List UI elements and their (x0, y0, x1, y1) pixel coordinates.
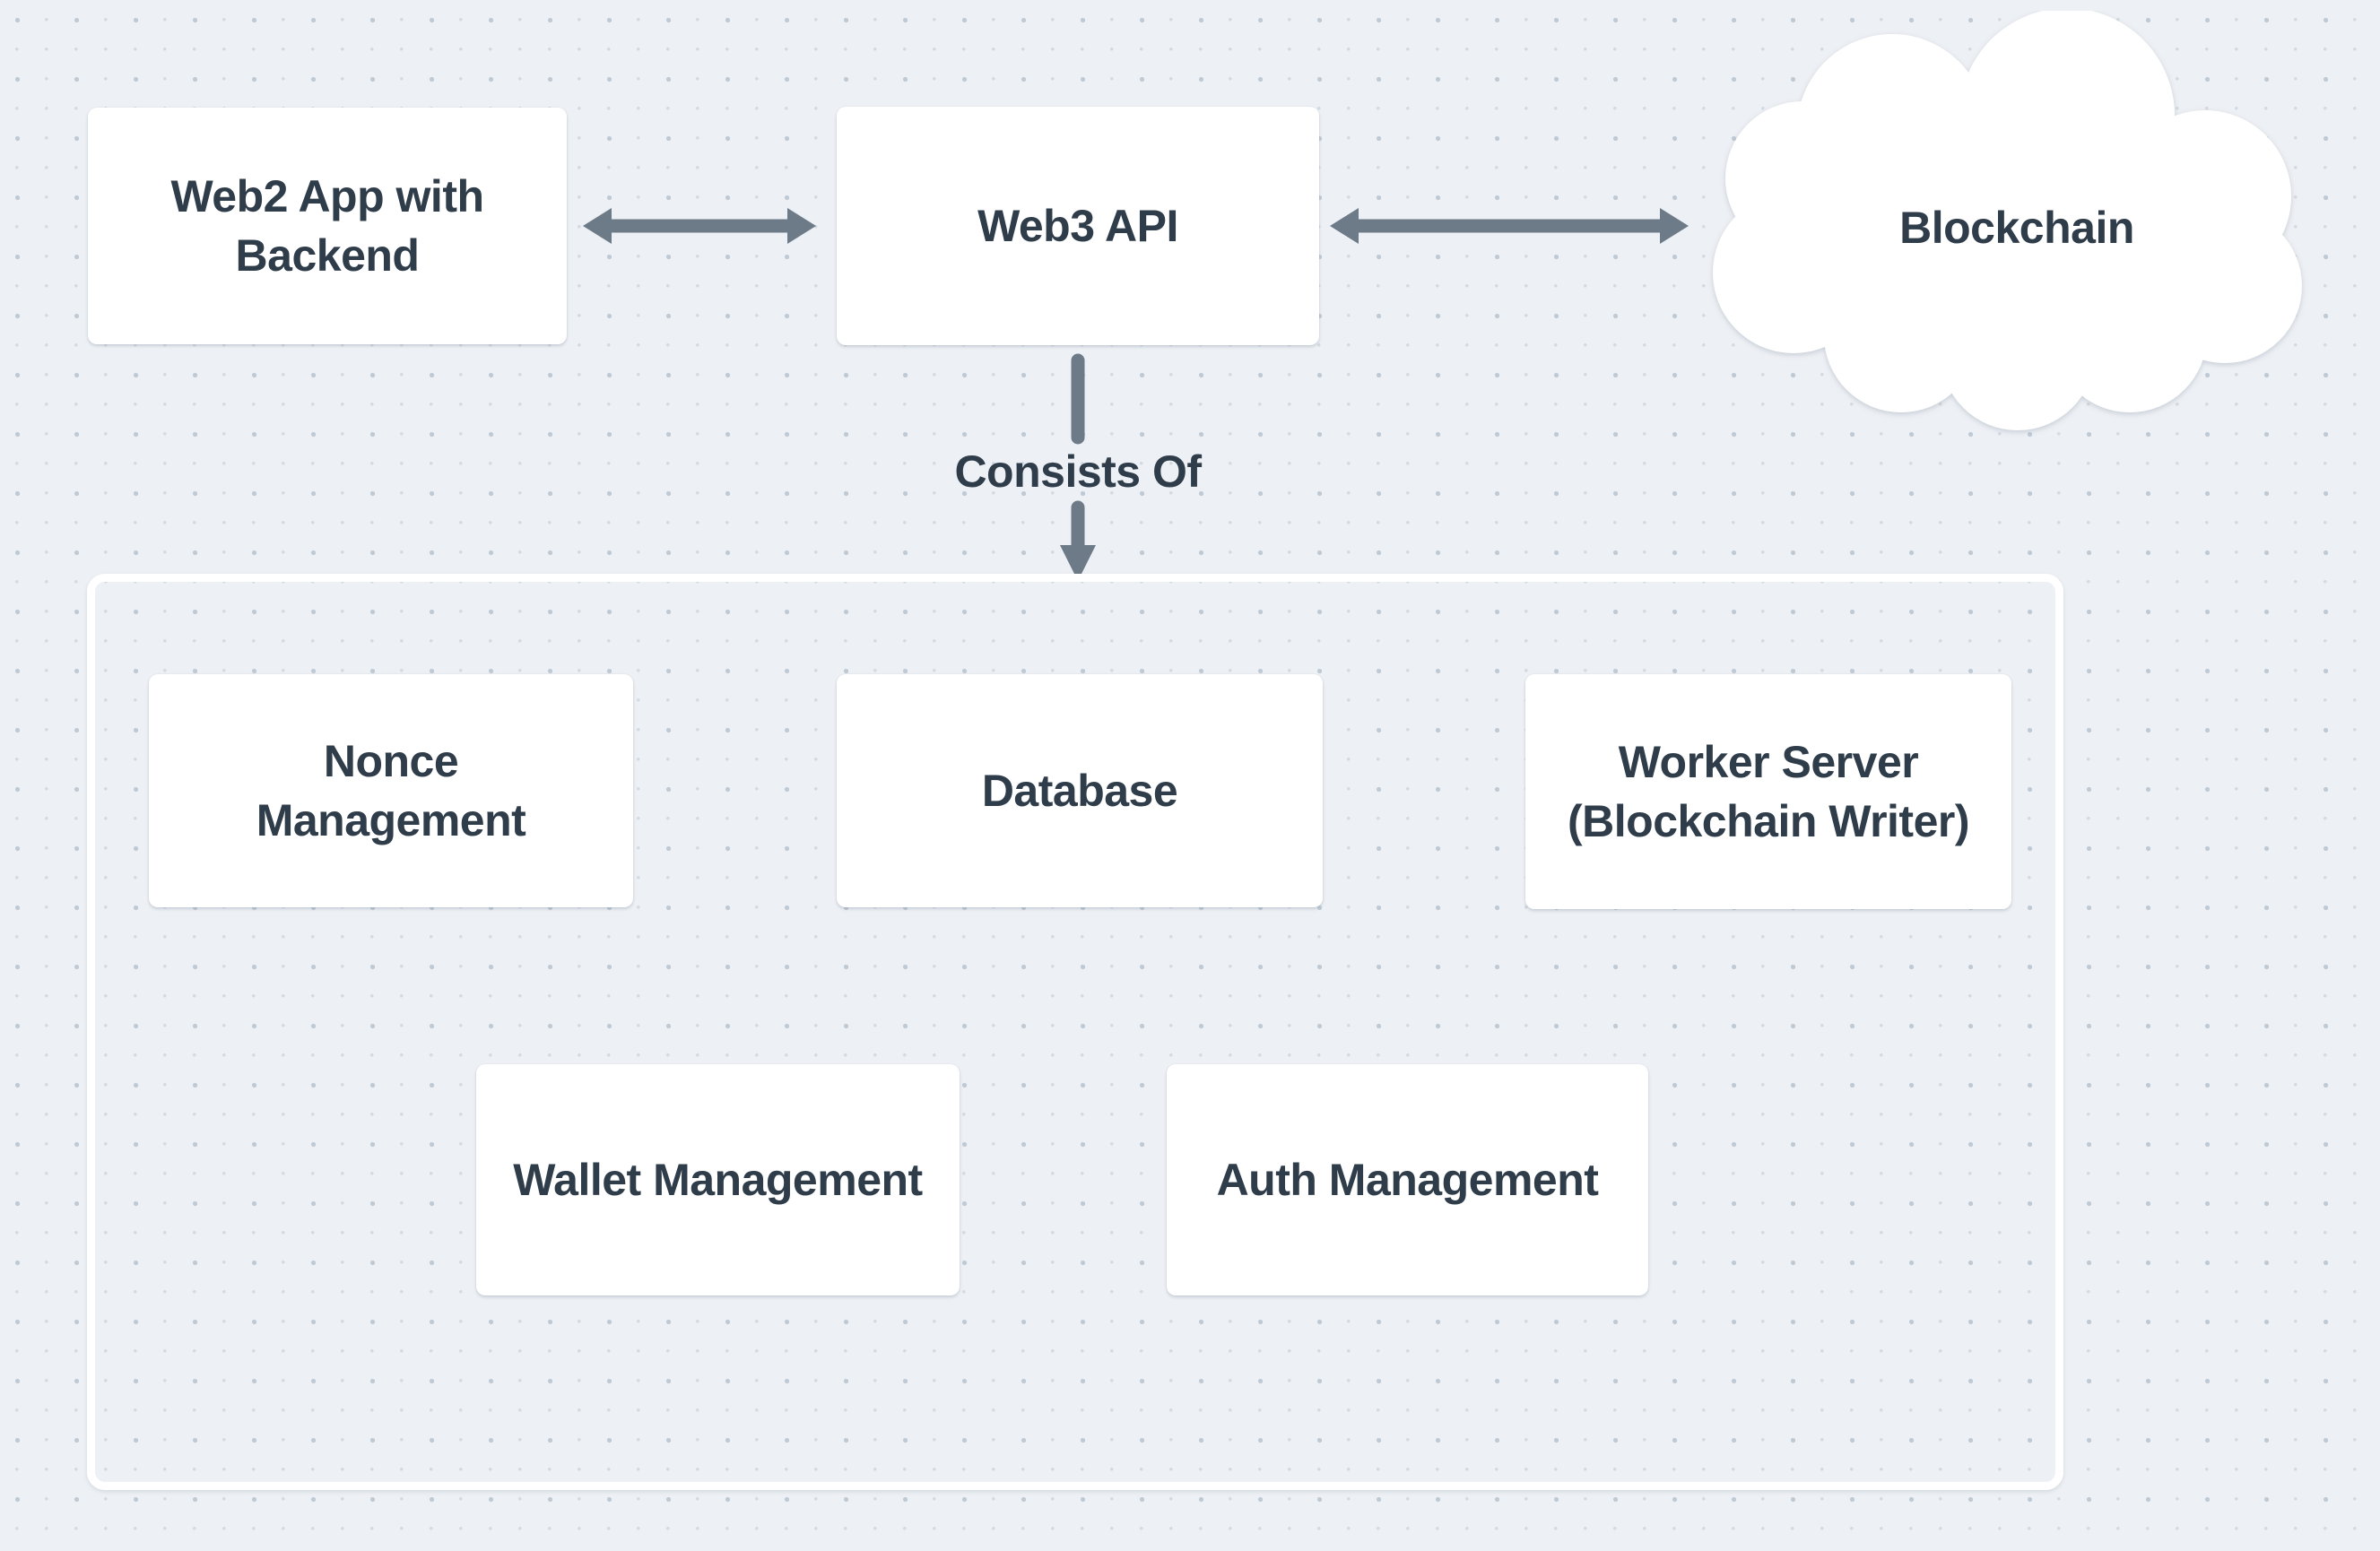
node-auth-management[interactable]: Auth Management (1167, 1064, 1648, 1295)
node-label: Blockchain (1899, 203, 2134, 253)
node-label: Database (981, 766, 1178, 816)
node-database[interactable]: Database (837, 674, 1323, 907)
node-blockchain-cloud[interactable]: Blockchain (1707, 11, 2327, 445)
node-label: Worker Server (Blockchain Writer) (1568, 737, 1970, 846)
node-nonce-management[interactable]: Nonce Management (149, 674, 633, 907)
web3-api-components-container[interactable] (87, 574, 2063, 1490)
node-worker-server[interactable]: Worker Server (Blockchain Writer) (1525, 674, 2011, 909)
node-label: Web3 API (977, 201, 1178, 251)
node-label: Auth Management (1216, 1155, 1599, 1205)
consists-of-label: Consists Of (954, 446, 1202, 497)
node-web3-api[interactable]: Web3 API (837, 107, 1319, 345)
cloud-shape (1713, 11, 2302, 430)
node-web2-app-with-backend[interactable]: Web2 App with Backend (88, 108, 567, 344)
arrow-web3-blockchain[interactable] (1326, 204, 1692, 247)
node-label: Web2 App with Backend (170, 171, 484, 281)
node-label: Wallet Management (513, 1155, 923, 1205)
arrow-consists-of[interactable] (1058, 351, 1098, 586)
node-label: Nonce Management (256, 736, 526, 845)
arrow-web2-web3[interactable] (579, 204, 820, 247)
node-wallet-management[interactable]: Wallet Management (476, 1064, 960, 1295)
